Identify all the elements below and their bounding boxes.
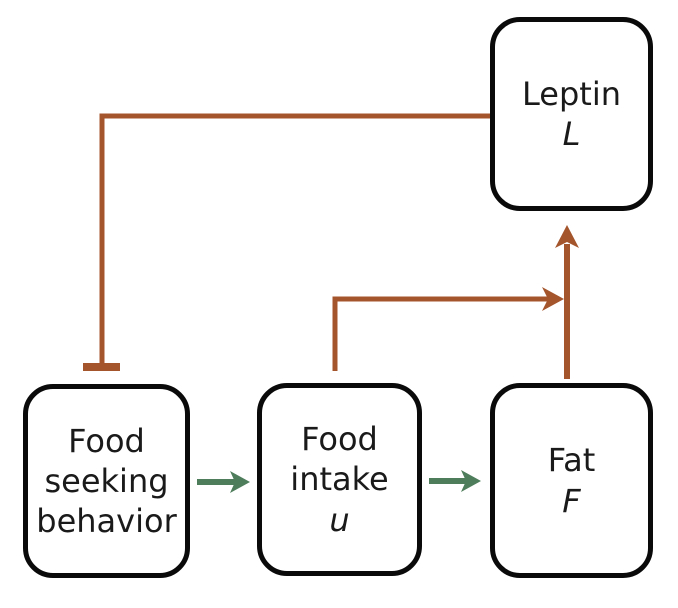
node-label: behavior [36, 502, 177, 541]
node-variable: L [562, 115, 581, 153]
edge-leptin-inhibits-food-seeking [83, 113, 490, 371]
arrowhead-right-icon [542, 287, 564, 311]
node-leptin: Leptin L [490, 17, 653, 211]
edge-fat-to-leptin [555, 225, 579, 379]
node-label: Food [301, 420, 378, 459]
arrowhead-right-icon [230, 471, 250, 493]
arrowhead-up-icon [555, 225, 579, 248]
edge-food-intake-to-fat-leptin-flux [332, 287, 564, 371]
node-variable: F [562, 481, 581, 520]
inhibition-line [99, 113, 490, 364]
node-food-seeking-behavior: Food seeking behavior [23, 384, 190, 578]
edge-food-seeking-to-food-intake [197, 471, 250, 493]
node-label: Leptin [522, 74, 621, 113]
node-food-intake: Food intake u [257, 383, 422, 576]
arrowhead-right-icon [461, 470, 481, 492]
node-label: intake [290, 460, 389, 499]
node-fat: Fat F [490, 383, 653, 578]
node-variable: u [329, 500, 350, 539]
node-label: Fat [547, 441, 596, 480]
edge-food-intake-to-fat [429, 470, 481, 492]
node-label: seeking [44, 461, 169, 500]
flux-line [332, 296, 548, 371]
node-label: Food [68, 421, 145, 460]
